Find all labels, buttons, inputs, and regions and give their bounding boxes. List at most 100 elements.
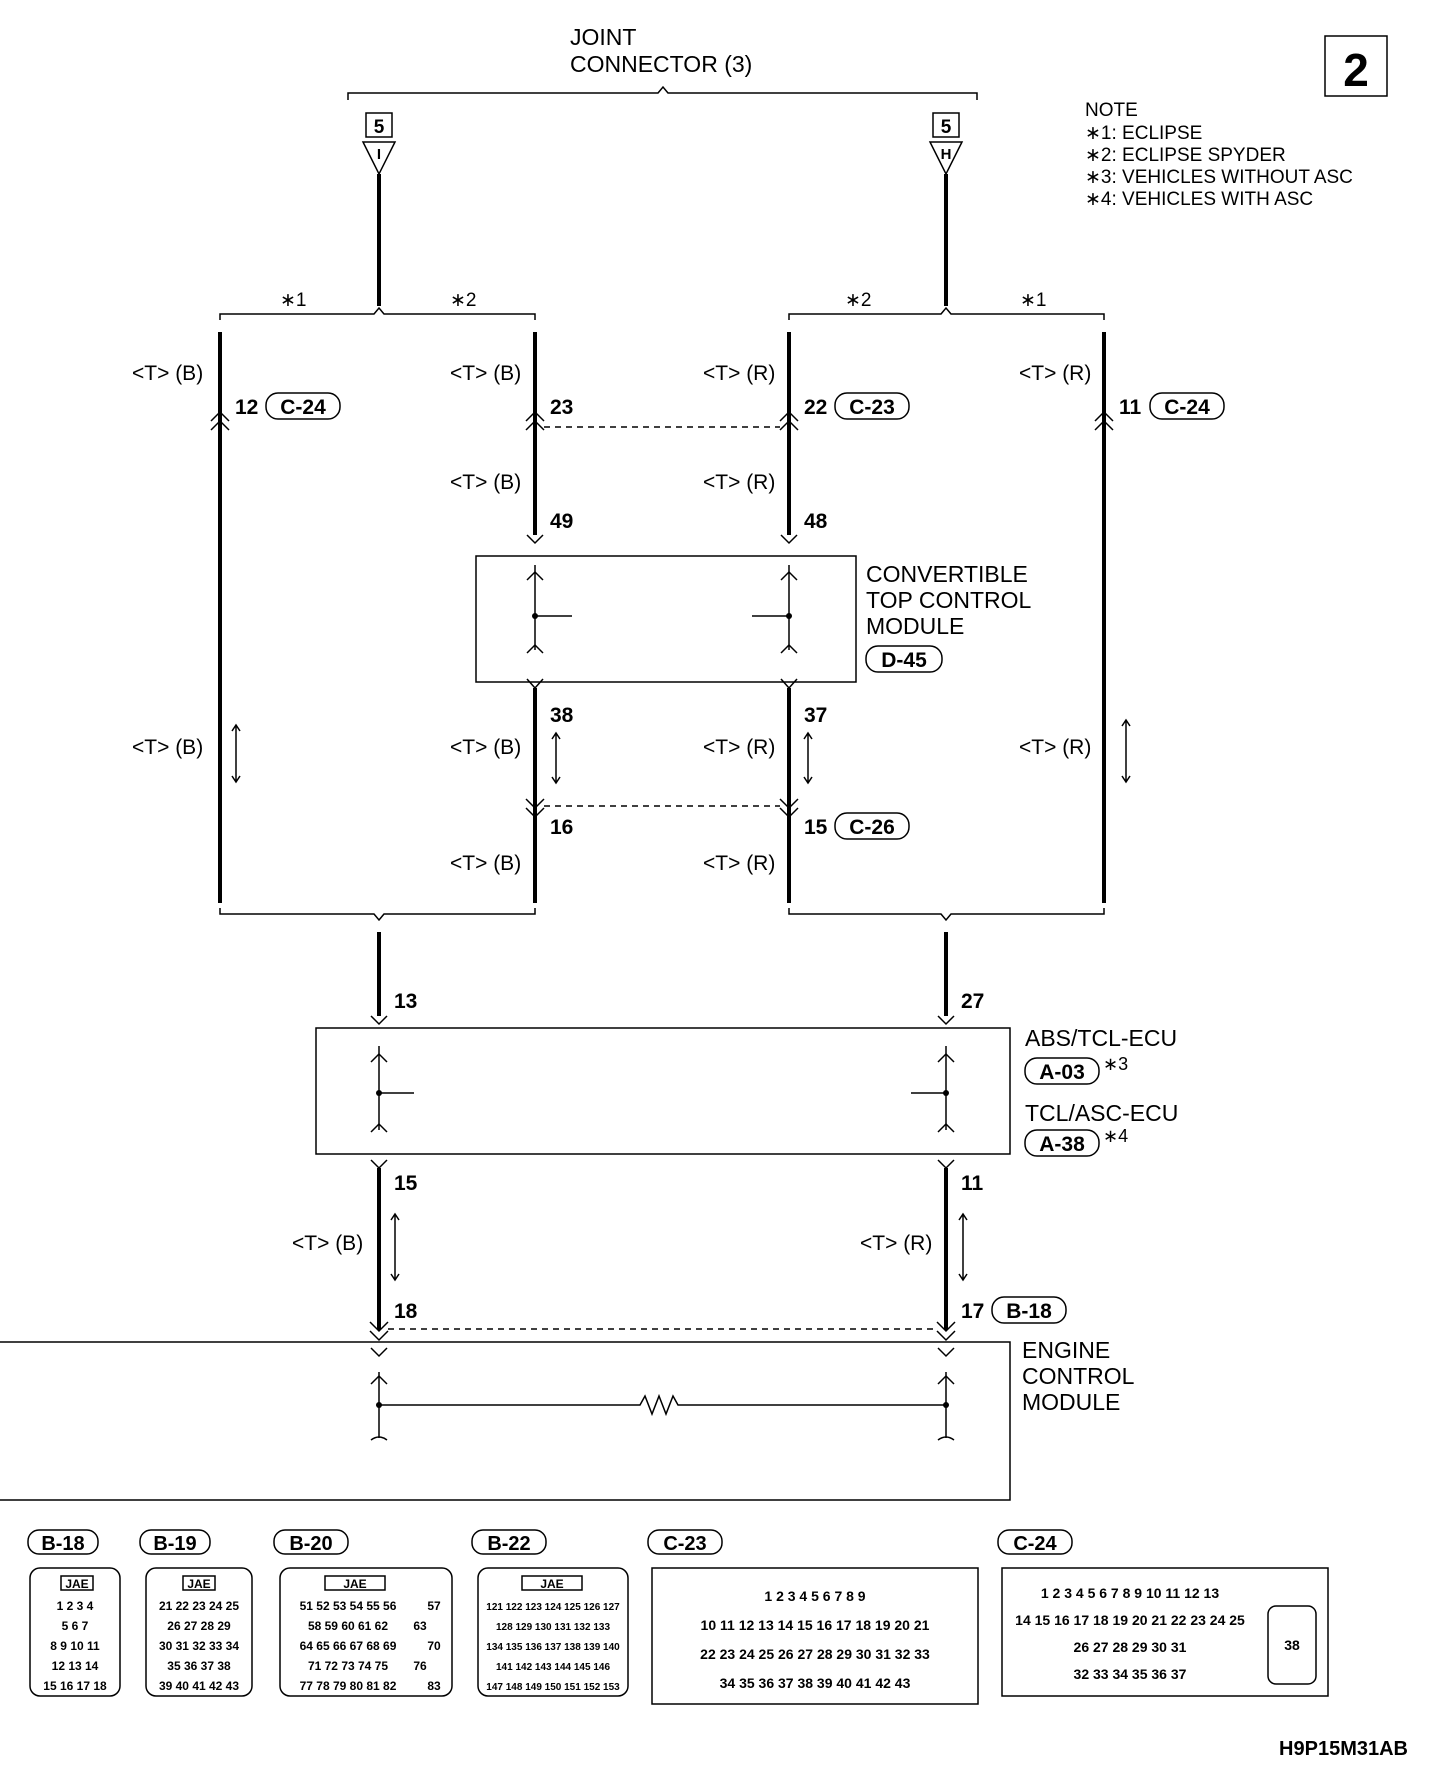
module-name: ENGINE [1022, 1337, 1110, 1363]
joint-connector-bracket [347, 85, 978, 100]
connector-id: C-23 [663, 1533, 706, 1555]
wire-color-label: <T> (R) [1019, 736, 1091, 759]
connector-maker: JAE [343, 1577, 366, 1591]
wire-color-label: <T> (B) [450, 362, 521, 385]
connector-body [279, 1567, 453, 1697]
connector-maker: JAE [187, 1577, 210, 1591]
pin-side: 63 [413, 1619, 427, 1633]
variant-label: ∗1 [1020, 290, 1047, 311]
pin-row: 8 9 10 11 [50, 1639, 100, 1653]
connector-id: B-19 [153, 1533, 196, 1555]
wire-color-label: <T> (R) [703, 362, 775, 385]
wire-color-label: <T> (B) [450, 471, 521, 494]
note-item: ∗3: VEHICLES WITHOUT ASC [1085, 167, 1353, 188]
joint-tag-right-text: 5 [941, 117, 952, 138]
pin-number: 11 [1119, 396, 1142, 419]
connector-tag [27, 1529, 99, 1555]
pin-number: 27 [961, 990, 984, 1013]
splice-bracket [788, 908, 1105, 922]
pin-row: 71 72 73 74 75 [308, 1659, 388, 1673]
pin-row: 121 122 123 124 125 126 127 [486, 1602, 620, 1613]
internal-circuit [378, 1046, 947, 1130]
pin-row: 134 135 136 137 138 139 140 [486, 1642, 620, 1653]
pin-row: 10 11 12 13 14 15 16 17 18 19 20 21 [701, 1617, 930, 1633]
pin-row: 1 2 3 4 [57, 1599, 94, 1613]
pin-number: 49 [550, 510, 573, 533]
signal-direction-icon [1121, 718, 1131, 784]
connector-tag [265, 392, 341, 420]
pin-side: 57 [427, 1599, 441, 1613]
pin-row: 12 13 14 [52, 1659, 99, 1673]
connector-tag [471, 1529, 547, 1555]
connector-latch [324, 1575, 386, 1591]
terminating-resistor [378, 1372, 947, 1438]
wire-color-label: <T> (R) [1019, 362, 1091, 385]
connector-body [29, 1567, 121, 1697]
pin-row: 34 35 36 37 38 39 40 41 42 43 [720, 1675, 911, 1691]
pin-row: 32 33 34 35 36 37 [1074, 1666, 1187, 1682]
connector-id: C-26 [849, 816, 895, 839]
pin-side: 83 [427, 1679, 441, 1693]
connector-body [1001, 1567, 1329, 1697]
signal-direction-icon [803, 731, 813, 785]
connector-tag [834, 392, 910, 420]
pin-number: 12 [235, 396, 258, 419]
pin-number: 18 [394, 1300, 418, 1323]
module-name: TOP CONTROL [866, 587, 1031, 613]
junction-dot [376, 1090, 382, 1096]
wire-color-label: <T> (B) [450, 852, 521, 875]
connector-id: D-45 [881, 649, 927, 672]
drawing-code: H9P15M31AB [1279, 1738, 1408, 1760]
connector-mark [525, 410, 545, 431]
connector-id: B-20 [289, 1533, 332, 1555]
joint-tag-right [932, 112, 960, 138]
internal-circuit [370, 1436, 955, 1441]
joint-pin-left: I [377, 146, 381, 163]
connector-latch [60, 1575, 94, 1591]
pin-row: 77 78 79 80 81 82 [300, 1679, 397, 1693]
connector-view-c24: C-24 1 2 3 4 5 6 7 8 9 10 11 12 13 14 15… [997, 1529, 1329, 1697]
variant-label: ∗1 [280, 290, 307, 311]
pin-row: 39 40 41 42 43 [159, 1679, 239, 1693]
pin-row: 5 6 7 [62, 1619, 89, 1633]
pin-number: 38 [1284, 1637, 1300, 1653]
pin-number: 15 [394, 1172, 418, 1195]
pin-number: 22 [804, 396, 827, 419]
connector-large-pin [1267, 1605, 1317, 1685]
pin-side: 70 [427, 1639, 441, 1653]
wire-color-label: <T> (R) [703, 471, 775, 494]
junction-dot [376, 1402, 382, 1408]
connector-id: A-38 [1039, 1133, 1085, 1156]
module-name: CONTROL [1022, 1363, 1135, 1389]
note-item: ∗4: VEHICLES WITH ASC [1085, 189, 1313, 210]
connector-id: C-24 [280, 396, 326, 419]
connector-tag [865, 645, 943, 673]
wire-color-label: <T> (B) [132, 362, 203, 385]
variant-label: ∗2 [450, 290, 477, 311]
pin-row: 22 23 24 25 26 27 28 29 30 31 32 33 [700, 1646, 930, 1662]
pin-number: 23 [550, 396, 573, 419]
page-number-box [1324, 35, 1388, 97]
joint-tag-left-text: 5 [374, 117, 385, 138]
connector-id: B-18 [41, 1533, 84, 1555]
wire-color-label: <T> (R) [703, 852, 775, 875]
connector-maker: JAE [65, 1577, 88, 1591]
terminal-mark [780, 643, 798, 690]
wire-color-label: <T> (R) [703, 736, 775, 759]
pin-row: 1 2 3 4 5 6 7 8 9 10 11 12 13 [1041, 1585, 1219, 1601]
pin-row: 21 22 23 24 25 [159, 1599, 239, 1613]
pin-number: 16 [550, 816, 573, 839]
connector-tag [139, 1529, 211, 1555]
pin-row: 30 31 32 33 34 [159, 1639, 239, 1653]
connector-latch [521, 1575, 583, 1591]
connector-view-b22: B-22 JAE 121 122 123 124 125 126 127 128… [471, 1529, 629, 1697]
connector-id: B-22 [487, 1533, 530, 1555]
connector-id: C-24 [1164, 396, 1210, 419]
module-name: ABS/TCL-ECU [1025, 1025, 1177, 1051]
pin-number: 38 [550, 704, 574, 727]
convertible-top-control-module [475, 555, 857, 683]
module-name: TCL/ASC-ECU [1025, 1100, 1178, 1126]
splice-bracket [788, 306, 1105, 320]
connector-id: C-24 [1013, 1533, 1057, 1555]
connector-tag [834, 812, 910, 840]
